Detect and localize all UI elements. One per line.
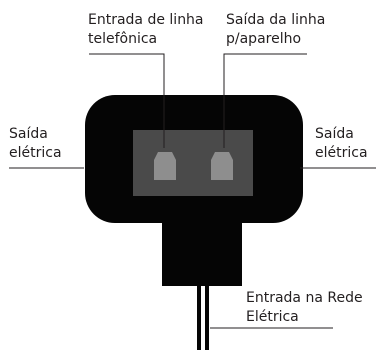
- label-outlet-right-2: elétrica: [315, 145, 368, 161]
- label-mains-input-1: Entrada na Rede: [246, 290, 363, 306]
- rj11-jack-output: [211, 152, 233, 180]
- label-mains-input: Entrada na Rede Elétrica: [246, 289, 363, 327]
- label-mains-input-2: Elétrica: [246, 309, 299, 325]
- label-line-output-2: p/aparelho: [226, 31, 302, 47]
- jack-panel: [133, 130, 253, 196]
- label-line-input: Entrada de linha telefônica: [88, 11, 204, 49]
- label-outlet-left-1: Saída: [9, 126, 48, 142]
- leader-lines: [9, 53, 376, 329]
- label-outlet-right: Saída elétrica: [315, 125, 368, 163]
- label-outlet-left-2: elétrica: [9, 145, 62, 161]
- label-line-input-2: telefônica: [88, 31, 158, 47]
- label-line-output: Saída da linha p/aparelho: [226, 11, 325, 49]
- label-outlet-left: Saída elétrica: [9, 125, 62, 163]
- label-line-output-1: Saída da linha: [226, 12, 326, 28]
- label-outlet-right-1: Saída: [315, 126, 354, 142]
- leader-line-output: [223, 53, 307, 148]
- label-line-input-1: Entrada de linha: [88, 12, 204, 28]
- leader-line-input: [89, 53, 165, 148]
- rj11-jack-input: [154, 152, 176, 180]
- power-cable: [197, 280, 209, 350]
